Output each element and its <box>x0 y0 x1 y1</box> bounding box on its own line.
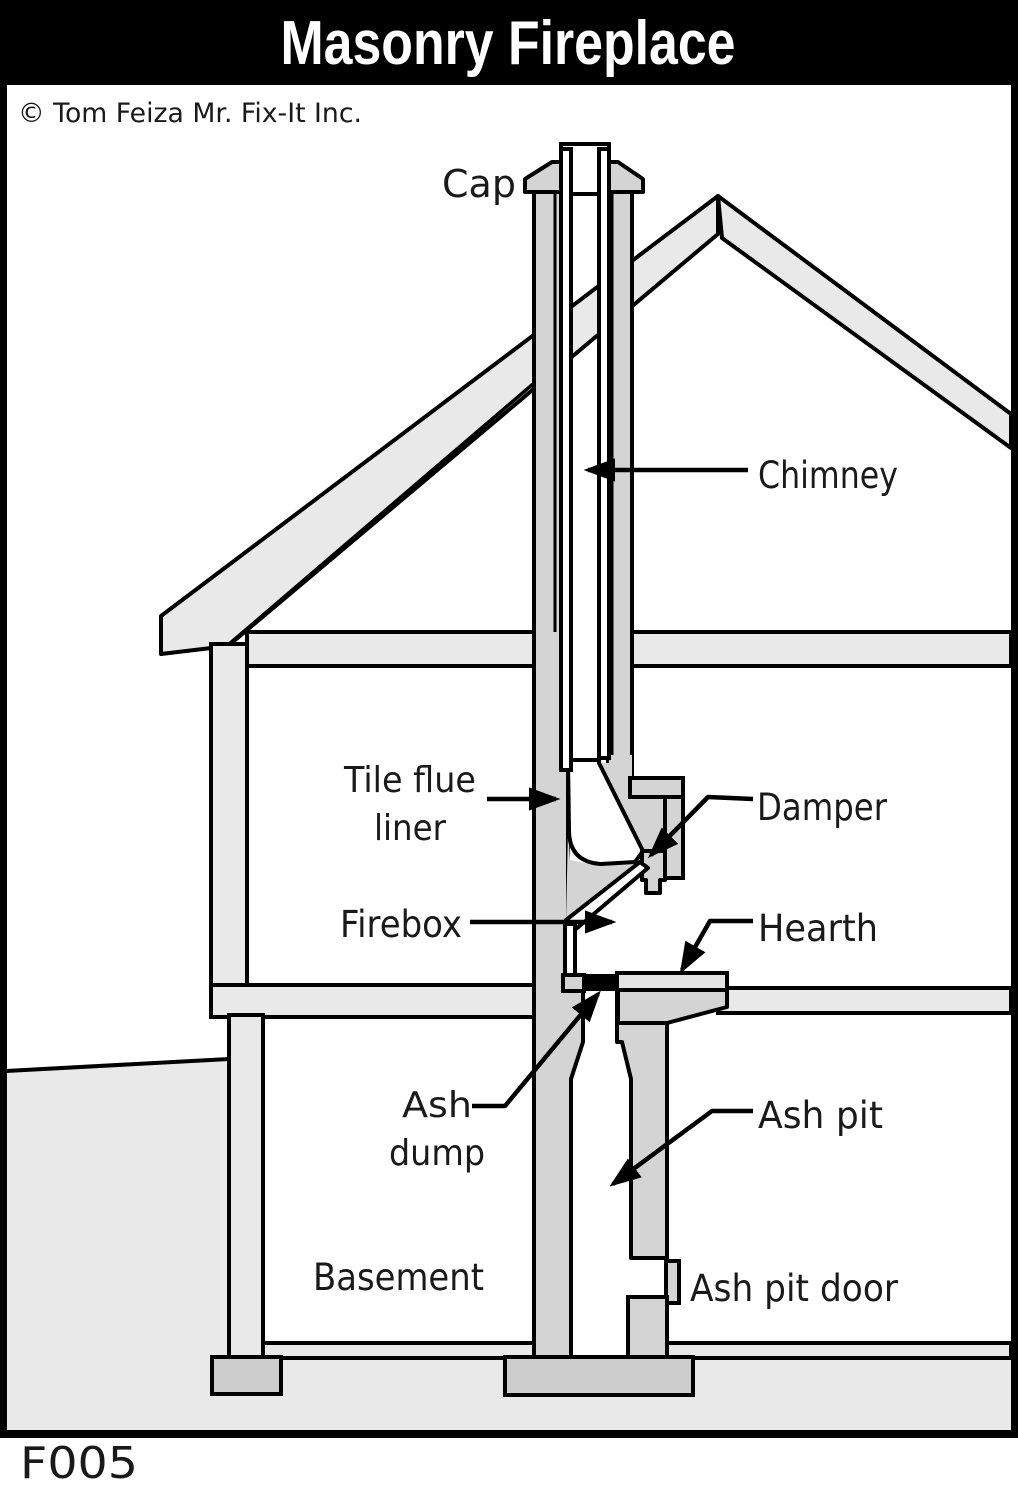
ash-dump-arrow <box>472 990 601 1109</box>
chimney-footing <box>503 1355 695 1397</box>
flue-liner-right-wall <box>597 147 611 760</box>
grade-line <box>5 1057 230 1073</box>
figure-code: F005 <box>20 1438 138 1485</box>
soil-left <box>6 1059 229 1431</box>
cap-label: Cap <box>442 162 516 206</box>
firebox-back-vertical <box>563 922 577 979</box>
chimney-callout: Chimney <box>583 454 898 497</box>
corbel-shelf <box>628 776 685 799</box>
ash-pit-door-label: Ash pit door <box>690 1267 899 1310</box>
damper-label: Damper <box>757 786 888 829</box>
ash-pit-label: Ash pit <box>758 1094 883 1137</box>
chimney-label: Chimney <box>758 454 898 497</box>
basement-label: Basement <box>313 1256 484 1299</box>
basement-slab-right <box>665 1341 1013 1360</box>
damper-block <box>640 849 667 895</box>
firebox-floor <box>561 973 586 993</box>
tile-flue-liner-callout: Tile flue liner <box>343 760 561 849</box>
tile-flue-liner-label-line2: liner <box>374 808 446 849</box>
wall-footing-left <box>210 1355 283 1396</box>
ceiling-band-right <box>630 630 1013 668</box>
damper-arrow <box>647 794 754 859</box>
hearth-slab <box>615 971 729 992</box>
basement-wall-left <box>227 1013 265 1359</box>
smoke-chamber-left-mass <box>566 828 640 922</box>
ash-dump-callout: Ash dump <box>389 990 601 1174</box>
hearth-support <box>616 988 729 1025</box>
ash-dump-label-line2: dump <box>389 1133 485 1174</box>
frame-bottom <box>0 1430 1018 1438</box>
basement-slab-left <box>261 1341 536 1360</box>
damper-callout: Damper <box>647 786 888 859</box>
ash-pit-callout: Ash pit <box>609 1094 883 1187</box>
firebox-label: Firebox <box>340 903 462 946</box>
hearth-arrow <box>679 918 753 974</box>
ash-pit-arrow <box>609 1108 753 1187</box>
frame-right <box>1011 85 1018 1438</box>
floor-band-left <box>209 983 536 1019</box>
tile-flue-liner-label-line1: Tile flue <box>343 760 476 801</box>
firebox-callout: Firebox <box>340 903 617 946</box>
copyright-text: © Tom Feiza Mr. Fix-It Inc. <box>18 98 362 129</box>
ash-pit-door[interactable] <box>664 1259 681 1305</box>
ceiling-band-left <box>245 630 536 668</box>
ash-dump-label-line1: Ash <box>402 1085 472 1126</box>
ash-pit-column-lower <box>626 1295 669 1359</box>
roof-left-underside-line <box>226 382 535 647</box>
ground <box>5 1057 1013 1431</box>
fireplace-masonry <box>503 142 729 1397</box>
cap-callout: Cap <box>442 162 516 206</box>
exterior-wall-left <box>209 642 249 987</box>
frame-left <box>0 85 7 1438</box>
roof-left-slope <box>159 194 720 656</box>
page-title: Masonry Fireplace <box>281 9 736 78</box>
hearth-label: Hearth <box>758 907 878 950</box>
frame <box>0 0 1018 1438</box>
callouts: Cap Chimney Tile flue liner Damper Fireb… <box>313 162 899 1310</box>
house-structure <box>159 194 1013 1396</box>
title-bar <box>0 0 1018 85</box>
hearth-callout: Hearth <box>679 907 878 974</box>
floor-band-right <box>716 986 1013 1015</box>
ash-dump-slot <box>584 974 617 991</box>
flue-liner-left-wall <box>559 147 573 772</box>
smoke-chamber-interior <box>566 758 645 866</box>
